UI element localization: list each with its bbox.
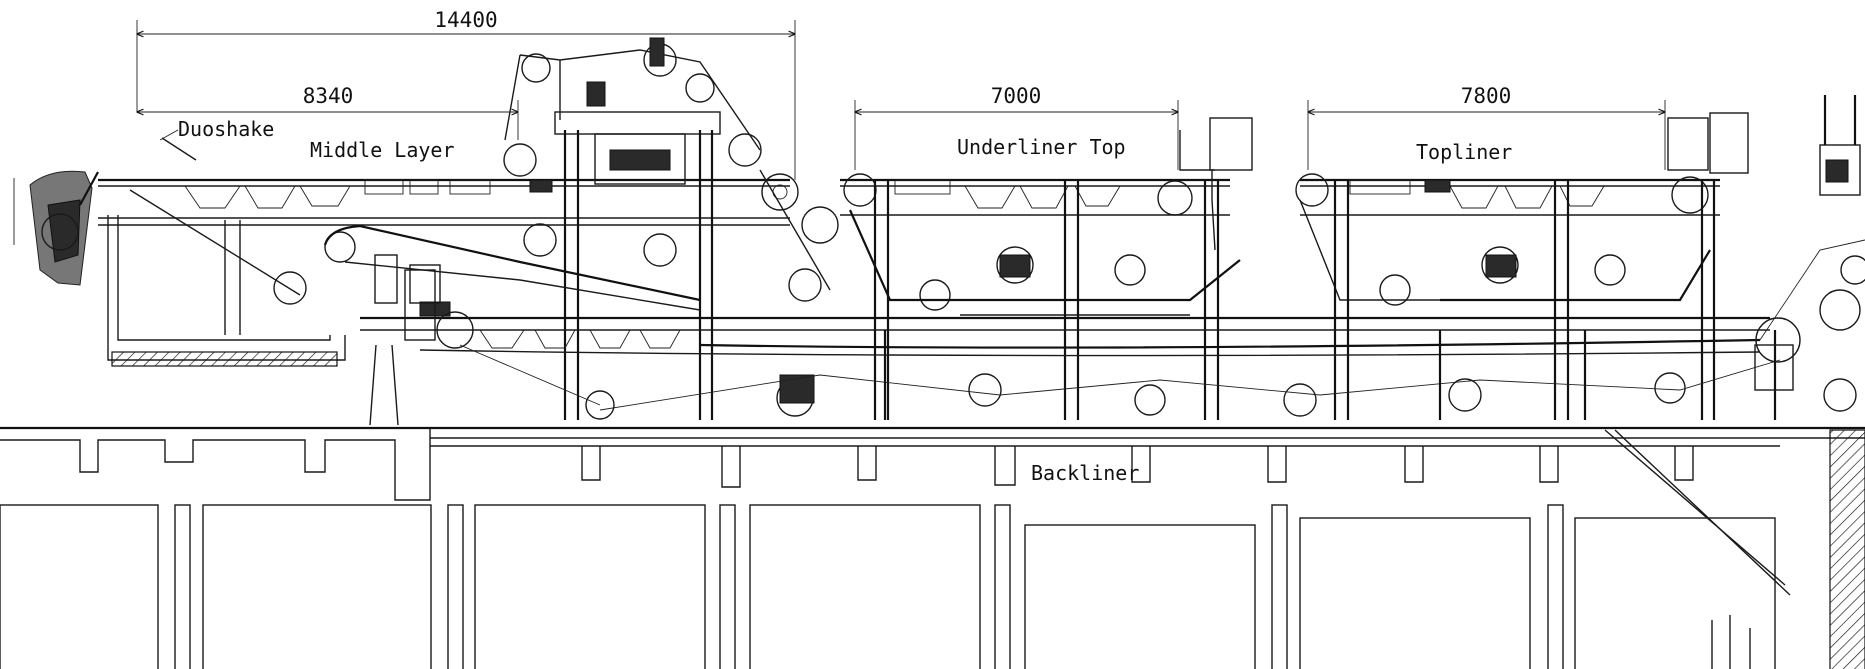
couch-pit-tank bbox=[107, 215, 436, 426]
middle-layer-wire bbox=[129, 169, 839, 317]
dimension-topliner-label: 7800 bbox=[1461, 84, 1512, 108]
upper-wire-frame bbox=[98, 178, 1720, 226]
duoshake-arrow bbox=[161, 137, 197, 161]
label-backliner: Backliner bbox=[1031, 461, 1139, 485]
right-end-machinery bbox=[1754, 95, 1865, 391]
dimension-overall-label: 14400 bbox=[434, 8, 497, 32]
floor-foundation bbox=[0, 426, 1865, 669]
label-middle-layer: Middle Layer bbox=[310, 138, 455, 162]
headbox bbox=[13, 170, 99, 286]
backliner-wire bbox=[360, 311, 1857, 420]
dimension-middle: 8340 bbox=[137, 84, 518, 140]
dimension-underliner: 7000 bbox=[855, 84, 1178, 170]
dimension-topliner: 7800 bbox=[1308, 84, 1665, 170]
dimension-middle-label: 8340 bbox=[303, 84, 354, 108]
label-underliner-top: Underliner Top bbox=[957, 135, 1126, 159]
underliner-former bbox=[843, 117, 1253, 420]
label-topliner: Topliner bbox=[1416, 140, 1512, 164]
label-duoshake: Duoshake bbox=[178, 117, 274, 141]
topliner-former bbox=[1211, 112, 1749, 420]
middle-layer-former bbox=[503, 37, 799, 420]
dimension-overall: 14400 bbox=[137, 8, 795, 180]
dimension-underliner-label: 7000 bbox=[991, 84, 1042, 108]
